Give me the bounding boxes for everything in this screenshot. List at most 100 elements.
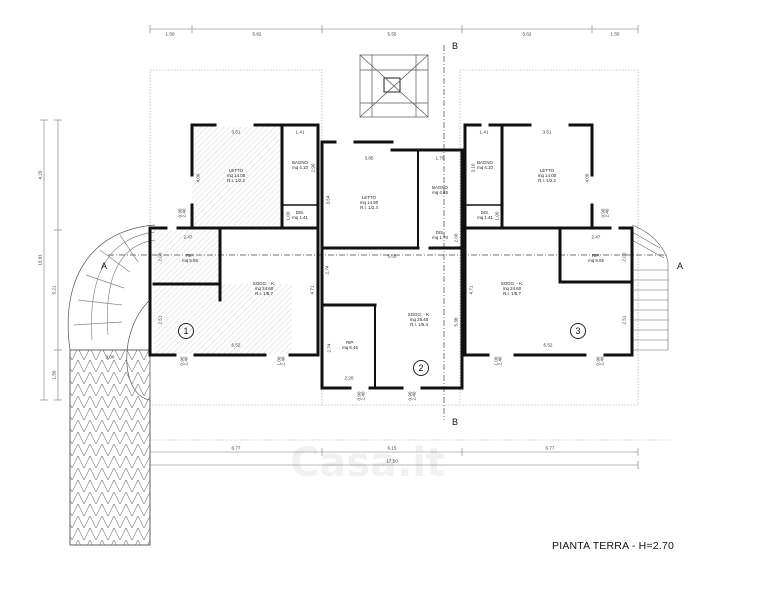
room-name: DIS. xyxy=(480,210,490,215)
dim-interior: 4.71 xyxy=(309,285,315,295)
dim-interior: 2.51 xyxy=(157,315,163,325)
dim-top: 5.62 xyxy=(522,31,532,37)
dim-interior: 2.74 xyxy=(326,343,332,353)
room-area: mq 24.60 xyxy=(254,286,274,291)
dim-interior: 4.00 xyxy=(584,173,590,183)
dim-interior: 3.00 xyxy=(105,354,115,360)
room-area: mq 1.70 xyxy=(432,235,448,240)
dim-top: 5.55 xyxy=(387,31,397,37)
room-label-letto-2: LETTO mq 14.80 R.I. 1/2.4 xyxy=(360,195,378,210)
dim-interior: 2.00 xyxy=(453,233,459,243)
dim-left: 1.50 xyxy=(51,370,57,380)
room-area: mq 14.05 xyxy=(226,173,246,178)
room-label-rip-2: RIP. mq 6.45 xyxy=(342,340,358,350)
dim-opening: 2.40 xyxy=(604,208,610,218)
room-label-letto-3: LETTO mq 14.00 R.I. 1/2.2 xyxy=(538,168,556,183)
room-name: BAGNO xyxy=(432,185,448,190)
room-name: RIP. xyxy=(346,340,354,345)
outdoor-steps-right xyxy=(631,224,669,351)
room-name: LETTO xyxy=(539,168,555,173)
room-area: mq 1.41 xyxy=(292,215,308,220)
room-name: SOGG. - K. xyxy=(252,281,276,286)
room-area: mq 5.55 xyxy=(588,258,604,263)
room-label-sogg-3: SOGG. - K. mq 24.60 R.I. 1/5.7 xyxy=(501,281,523,296)
room-label-sogg-1: SOGG. - K. mq 24.60 R.I. 1/5.7 xyxy=(253,281,275,296)
room-ri: R.I. 1/2.4 xyxy=(360,205,378,210)
walls xyxy=(148,123,634,390)
room-area: mq 4.10 xyxy=(477,165,493,170)
dim-interior: 6.52 xyxy=(231,342,241,348)
dim-interior: 6.52 xyxy=(543,342,553,348)
dim-top: 5.62 xyxy=(252,31,262,37)
hatch-soggiorno-1 xyxy=(154,284,292,354)
room-label-bagno-2: BAGNO mq 4.65 xyxy=(432,185,448,195)
dim-opening: 2.40 xyxy=(360,391,366,401)
dim-interior: 2.90 xyxy=(310,163,316,173)
dim-interior: 2.74 xyxy=(324,265,330,275)
section-mark-a-right: A xyxy=(676,261,684,271)
dim-bottom: 6.15 xyxy=(387,445,397,451)
dim-top: 1.50 xyxy=(165,31,175,37)
room-ri: R.I. 1/2.2 xyxy=(227,178,245,183)
plan-title: PIANTA TERRA - H=2.70 xyxy=(552,540,674,552)
watermark: Casa.it xyxy=(290,440,446,486)
dim-bottom: 6.77 xyxy=(231,445,241,451)
dim-interior: 3.10 xyxy=(470,163,476,173)
dim-interior: 5.65 xyxy=(387,253,397,259)
dim-left: 5.21 xyxy=(51,285,57,295)
dim-opening: 2.40 xyxy=(280,356,286,366)
room-name: RIP. xyxy=(186,253,194,258)
dim-bottom-total: 17.50 xyxy=(386,458,398,464)
room-area: mq 6.45 xyxy=(342,345,358,350)
room-name: DIS. xyxy=(435,230,445,235)
room-name: RIP. xyxy=(592,253,600,258)
unit-number-1: 1 xyxy=(178,323,194,339)
room-label-bagno-3: BAGNO mq 4.10 xyxy=(477,160,493,170)
room-label-rip-1: RIP. mq 5.55 xyxy=(182,253,198,263)
dim-interior: 2.47 xyxy=(591,234,601,240)
unit-number-2: 2 xyxy=(413,360,429,376)
room-label-letto-1: LETTO mq 14.05 R.I. 1/2.2 xyxy=(227,168,245,183)
outdoor-staircase-left xyxy=(67,224,156,546)
hatch-letto-1 xyxy=(192,127,280,225)
dim-interior: 3.51 xyxy=(542,129,552,135)
dim-interior: 2.20 xyxy=(344,375,354,381)
dim-interior: 4.71 xyxy=(468,285,474,295)
section-mark-b-bottom: B xyxy=(451,417,459,427)
room-label-dis-2: DIS. mq 1.70 xyxy=(432,230,448,240)
room-name: DIS. xyxy=(295,210,305,215)
dim-interior: 2.51 xyxy=(621,315,627,325)
dim-interior: 2.00 xyxy=(621,252,627,262)
dim-left: 13.91 xyxy=(37,254,43,266)
room-ri: R.I. 1/5.7 xyxy=(255,291,273,296)
dim-left: 4.20 xyxy=(37,170,43,180)
dim-opening: 2.40 xyxy=(183,356,189,366)
room-label-dis-3: DIS. mq 1.41 xyxy=(477,210,493,220)
room-area: mq 14.80 xyxy=(359,200,379,205)
room-label-rip-3: RIP. mq 5.55 xyxy=(588,253,604,263)
room-name: LETTO xyxy=(361,195,377,200)
dim-top: 1.50 xyxy=(610,31,620,37)
dim-interior: 1.00 xyxy=(494,211,500,221)
unit-number-3: 3 xyxy=(570,323,586,339)
dim-interior: 1.41 xyxy=(479,129,489,135)
dim-interior: 1.41 xyxy=(295,129,305,135)
dim-bottom: 6.77 xyxy=(545,445,555,451)
section-mark-a-left: A xyxy=(100,261,108,271)
room-ri: R.I. 1/5.7 xyxy=(503,291,521,296)
dim-interior: 3.54 xyxy=(325,195,331,205)
hatch-rip-1 xyxy=(154,230,220,284)
room-ri: R.I. 1/2.2 xyxy=(538,178,556,183)
dim-opening: 2.40 xyxy=(411,391,417,401)
dim-interior: 2.47 xyxy=(183,234,193,240)
room-name: BAGNO xyxy=(292,160,308,165)
room-area: mq 24.60 xyxy=(502,286,522,291)
room-ri: R.I. 1/5.4 xyxy=(410,322,428,327)
dim-interior: 2.00 xyxy=(157,252,163,262)
room-name: BAGNO xyxy=(477,160,493,165)
room-label-dis-1: DIS. mq 1.41 xyxy=(292,210,308,220)
room-label-bagno-1: BAGNO mq 4.10 xyxy=(292,160,308,170)
dim-interior: 1.70 xyxy=(435,155,445,161)
